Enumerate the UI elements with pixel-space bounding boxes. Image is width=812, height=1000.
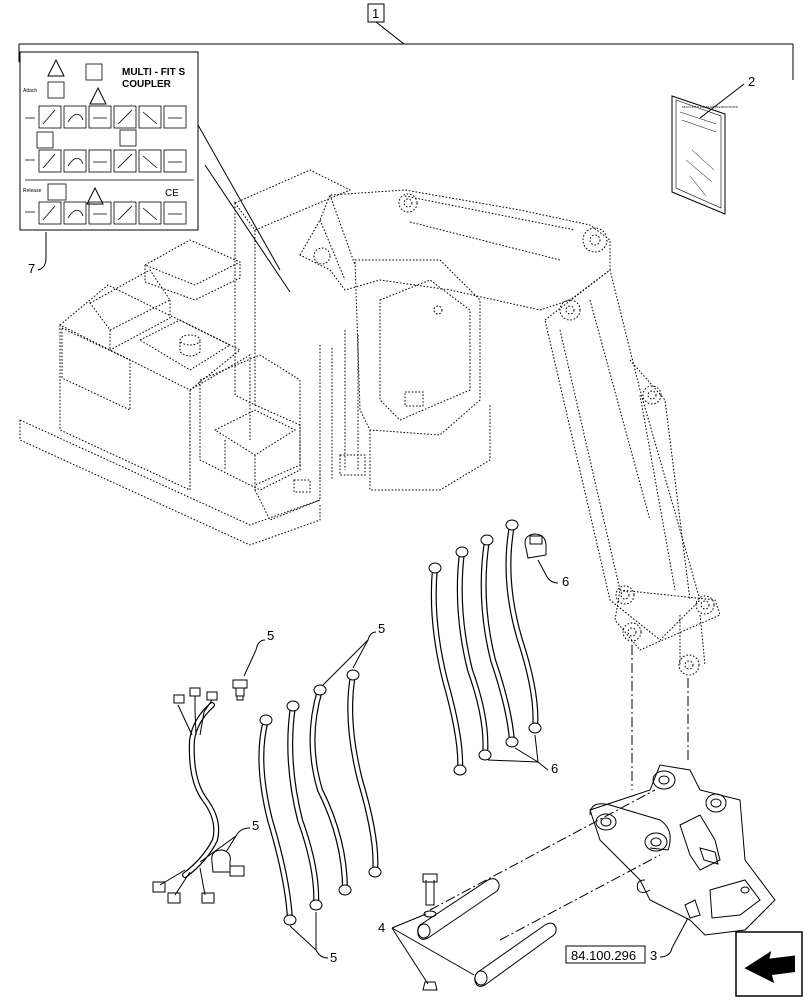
decal-pictograms — [25, 63, 187, 225]
decal-attach-label: Attach — [23, 88, 37, 94]
decal-title-line2: COUPLER — [122, 79, 172, 90]
warning-triangle-icon — [86, 186, 104, 205]
manual-cover-text: MULTI-FIT S COUPLER INSTRUCTIONS — [682, 105, 738, 109]
callout-2: 2 — [748, 74, 755, 89]
warning-triangle-icon — [47, 58, 65, 77]
decal-release-label: Release — [23, 188, 42, 194]
reference-number[interactable]: 84.100.296 — [571, 948, 636, 963]
harness-bolt — [232, 679, 248, 701]
pins-and-bolt — [417, 873, 557, 991]
callout-5-harness: 5 — [252, 818, 259, 833]
next-page-arrow-icon[interactable] — [735, 931, 803, 997]
safety-decal: MULTI - FIT S COUPLER Attach Release CE — [19, 51, 291, 293]
warning-triangle-icon — [89, 86, 107, 105]
decal-title-line1: MULTI - FIT S — [122, 67, 185, 78]
excavator-phantom — [19, 169, 721, 676]
reference-box[interactable] — [565, 945, 646, 964]
wiring-harness — [152, 687, 245, 904]
callout-3: 3 — [650, 948, 657, 963]
callout-5-hoses-top: 5 — [378, 621, 385, 636]
quick-coupler — [589, 764, 776, 936]
callout-4: 4 — [378, 920, 385, 935]
rear-hoses — [428, 519, 547, 776]
instruction-manual: MULTI-FIT S COUPLER INSTRUCTIONS — [671, 83, 745, 215]
assembly-bracket: 1 — [18, 3, 794, 80]
callout-6-hoses: 6 — [551, 761, 558, 776]
assembly-callout: 1 — [372, 6, 379, 21]
callout-6-clip: 6 — [562, 574, 569, 589]
callout-5-hoses-bottom: 5 — [330, 950, 337, 965]
front-hoses — [258, 669, 382, 926]
ce-mark: CE — [165, 188, 179, 199]
callout-5-bolt: 5 — [267, 628, 274, 643]
callout-7: 7 — [28, 261, 35, 276]
